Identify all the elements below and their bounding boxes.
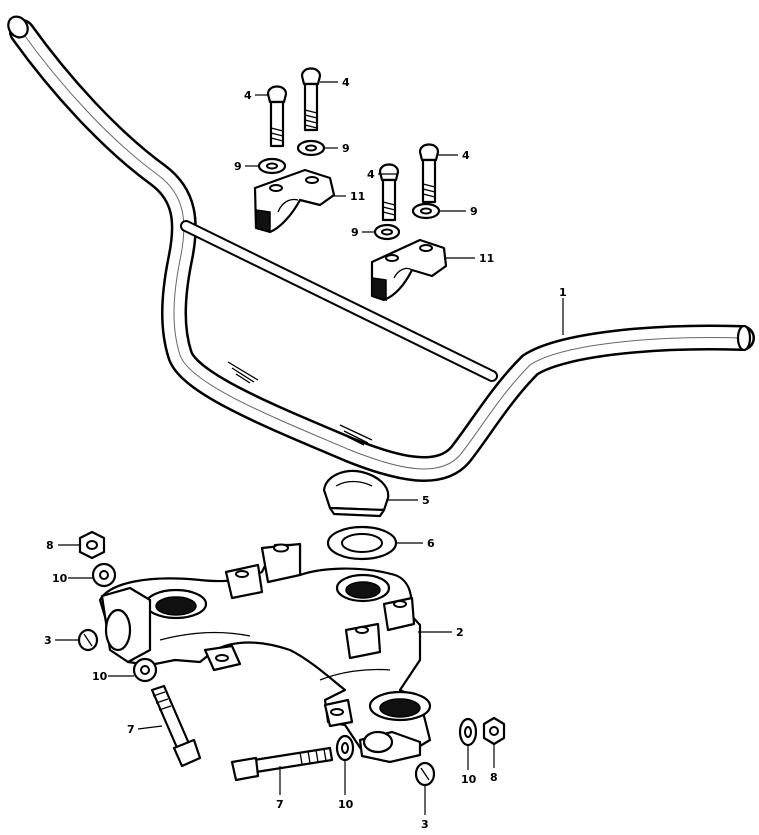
pinch-bolt-right: [230, 746, 334, 782]
callout-handlebar: 1: [559, 286, 567, 299]
bolt-1: [266, 85, 288, 148]
callout-steering-washer: 6: [427, 537, 435, 550]
callout-washer-10b: 10: [92, 670, 108, 683]
washer-10a: [91, 562, 117, 588]
upper-holder-left: [253, 168, 336, 234]
lock-washer-3-left: [77, 628, 99, 652]
washer-9c: [373, 223, 401, 241]
callout-washer-10c: 10: [338, 798, 354, 811]
callout-bolt-c: 4: [367, 168, 375, 181]
callout-bolt-d: 4: [462, 149, 470, 162]
callout-holder-11b: 11: [479, 252, 494, 265]
callout-pinch-bolt-a: 7: [127, 723, 135, 736]
washer-9a: [257, 157, 287, 175]
bolt-4: [418, 143, 440, 204]
callout-washer-10d: 10: [461, 773, 477, 786]
pinch-bolt-left: [150, 684, 202, 768]
washer-9b: [296, 139, 326, 157]
callout-bolt-b: 4: [342, 76, 350, 89]
callout-pinch-bolt-b: 7: [276, 798, 284, 811]
callout-washer-10a: 10: [52, 572, 68, 585]
steering-washer: [326, 525, 398, 561]
callout-lock-washer-3a: 3: [44, 634, 52, 647]
callout-bolt-a: 4: [244, 89, 252, 102]
washer-10d: [458, 717, 478, 747]
callout-cap-nut: 5: [422, 494, 430, 507]
washer-10b: [132, 657, 158, 683]
handlebar: [7, 15, 755, 482]
callout-washer-9b: 9: [342, 142, 350, 155]
leader-lines: [55, 81, 564, 815]
callout-labels: 4 4 4 4 9 9 9 9 11 11 1 5 6 2 8 10 3 10 …: [44, 76, 567, 831]
lock-washer-3-right: [414, 761, 436, 787]
callout-washer-9d: 9: [470, 205, 478, 218]
nut-8-left: [78, 530, 106, 560]
callout-lock-washer-3b: 3: [421, 818, 429, 831]
callout-top-bridge: 2: [456, 626, 464, 639]
callout-holder-11a: 11: [350, 190, 365, 203]
callout-washer-9a: 9: [234, 160, 242, 173]
cap-nut: [322, 469, 390, 518]
washer-10c: [335, 734, 355, 762]
nut-8-right: [482, 716, 506, 746]
callout-nut-8a: 8: [46, 539, 54, 552]
washer-9d: [411, 202, 441, 220]
top-bridge: [98, 542, 432, 764]
callout-nut-8b: 8: [490, 771, 498, 784]
upper-holder-right: [370, 238, 448, 302]
callout-washer-9c: 9: [351, 226, 359, 239]
bolt-3: [378, 163, 400, 222]
bolt-2: [300, 67, 322, 132]
